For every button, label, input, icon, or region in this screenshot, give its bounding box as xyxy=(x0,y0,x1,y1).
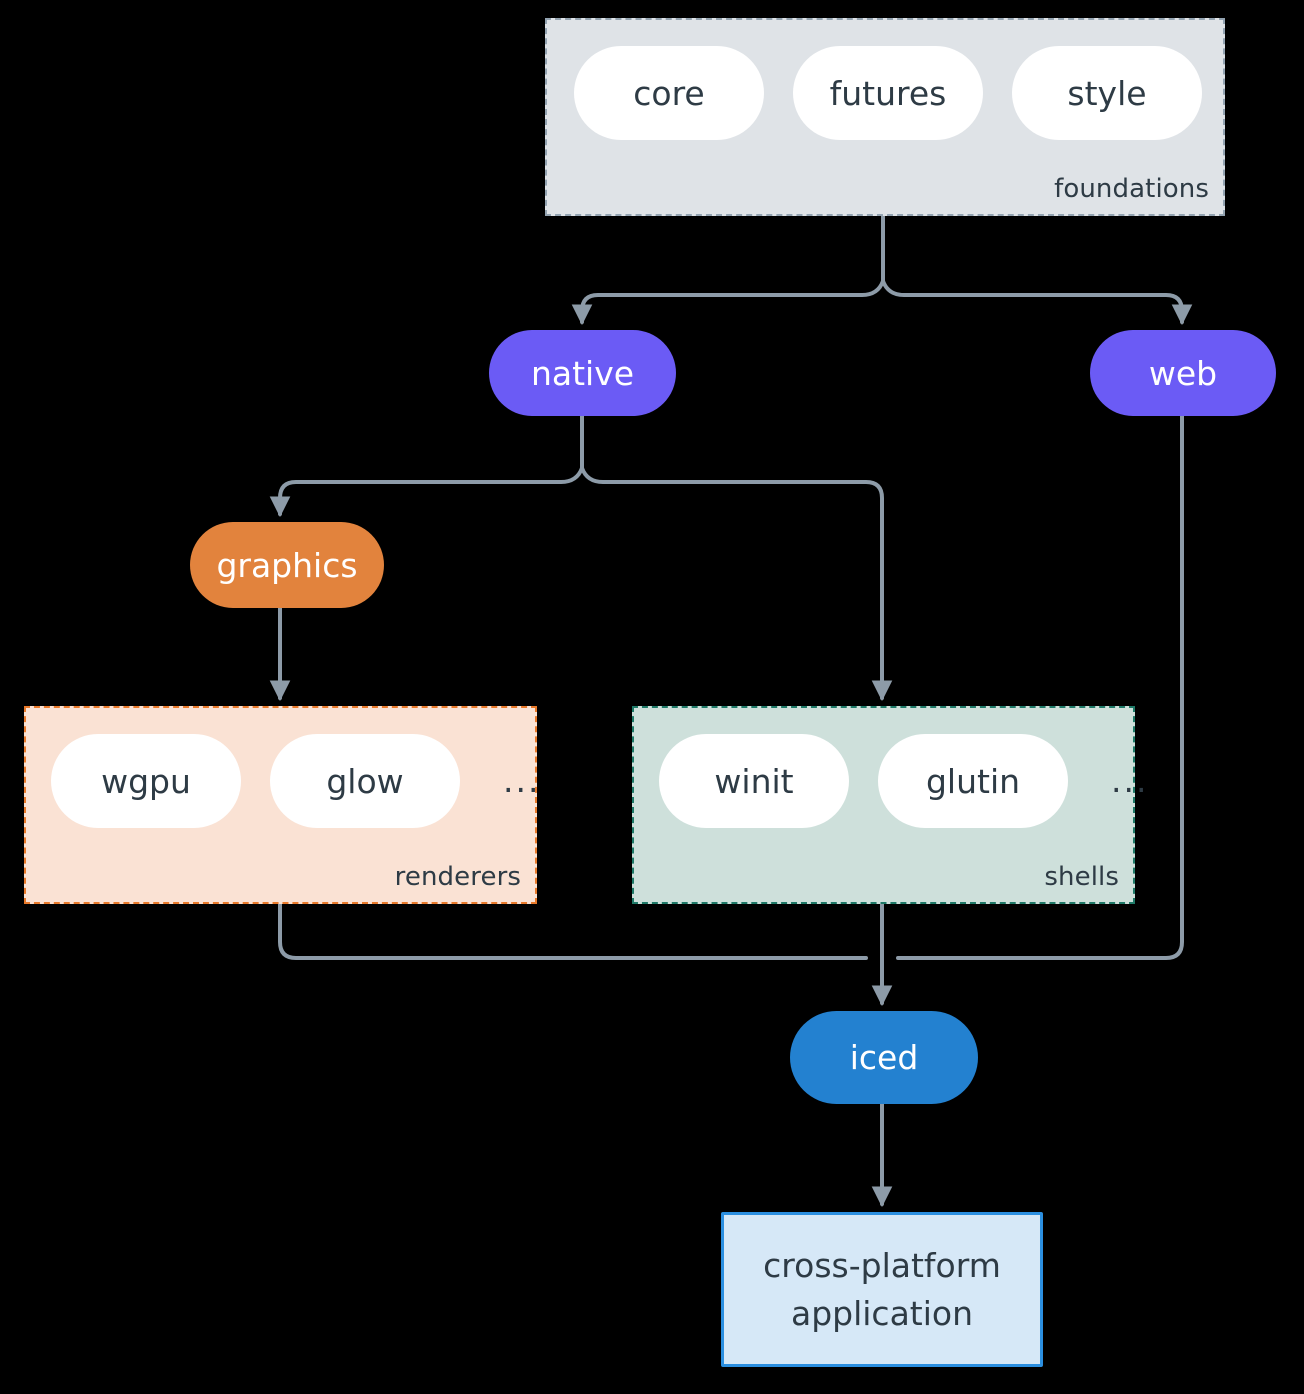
node-graphics[interactable]: graphics xyxy=(190,522,384,608)
node-glutin[interactable]: glutin xyxy=(878,734,1068,828)
foundations-items: core futures style xyxy=(547,46,1223,140)
shells-items: winit glutin ... xyxy=(634,734,1146,828)
node-wgpu[interactable]: wgpu xyxy=(51,734,241,828)
application-line-2: application xyxy=(790,1293,974,1333)
node-cross-platform-application[interactable]: cross-platform application xyxy=(721,1212,1043,1367)
edge-native-to-shells xyxy=(580,466,893,702)
node-core[interactable]: core xyxy=(574,46,764,140)
node-web[interactable]: web xyxy=(1090,330,1276,416)
application-line-1: cross-platform xyxy=(763,1245,1001,1285)
cluster-label-foundations: foundations xyxy=(1054,174,1209,204)
edge-native-to-graphics xyxy=(269,466,584,518)
node-style[interactable]: style xyxy=(1012,46,1202,140)
cluster-label-shells: shells xyxy=(1044,862,1119,892)
shells-ellipsis: ... xyxy=(1111,761,1149,800)
renderers-ellipsis: ... xyxy=(503,761,541,800)
renderers-items: wgpu glow ... xyxy=(26,734,538,828)
edge-foundations-to-native xyxy=(571,279,885,326)
cluster-foundations: core futures style foundations xyxy=(545,18,1225,216)
node-futures[interactable]: futures xyxy=(793,46,983,140)
edge-foundations-to-web xyxy=(881,279,1193,326)
node-glow[interactable]: glow xyxy=(270,734,460,828)
edge-renderers-to-iced xyxy=(278,902,868,960)
node-native[interactable]: native xyxy=(489,330,676,416)
cluster-renderers: wgpu glow ... renderers xyxy=(24,706,538,904)
cluster-shells: winit glutin ... shells xyxy=(632,706,1146,904)
cluster-label-renderers: renderers xyxy=(394,862,521,892)
node-iced[interactable]: iced xyxy=(790,1011,978,1104)
node-winit[interactable]: winit xyxy=(659,734,849,828)
